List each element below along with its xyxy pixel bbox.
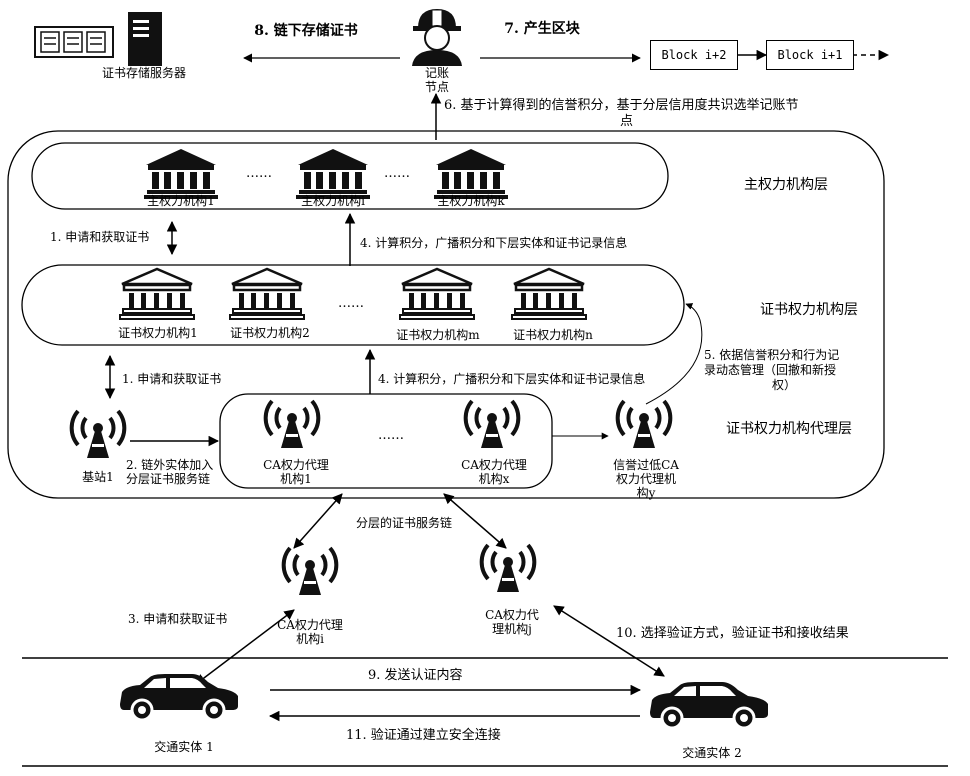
step-2-label-2: 分层证书服务链 (126, 472, 210, 487)
proxy-x-label-2: 机构x (479, 472, 510, 487)
proxy-tower-i-icon (284, 548, 337, 595)
main-authority-icon (296, 149, 370, 199)
step-9-label: 9. 发送认证内容 (368, 668, 463, 683)
vehicle-2-label: 交通实体 2 (682, 746, 741, 761)
elect-node-label-2: 点 (620, 114, 633, 129)
step-3-label: 3. 申请和获取证书 (128, 612, 227, 627)
step-1-top-label: 1. 申请和获取证书 (50, 230, 149, 245)
proxy-j-label: CA权力代 (485, 608, 539, 623)
step-2-label: 2. 链外实体加入 (126, 458, 213, 473)
proxy-j-label-2: 理机构j (492, 622, 532, 637)
step-4-top-label: 4. 计算积分，广播积分和下层实体和证书记录信息 (360, 236, 627, 251)
main-authority-1-label: 主权力机构1 (147, 194, 215, 209)
service-chain-label: 分层的证书服务链 (356, 516, 452, 531)
proxy-1-label: CA权力代理 (263, 458, 329, 473)
vehicle2-verify-arrow (554, 606, 664, 676)
produce-block-label: 7. 产生区块 (504, 22, 580, 37)
base-station-label: 基站1 (82, 470, 114, 485)
dynamic-manage-arrow (646, 304, 702, 404)
cert-authority-icon (120, 269, 194, 319)
offchain-storage-label: 8. 链下存储证书 (254, 24, 358, 39)
main-layer-title: 主权力机构层 (744, 178, 828, 193)
vehicle-1-icon (120, 674, 238, 720)
proxy-tower-icon (266, 401, 319, 448)
cert-authority-2-label: 证书权力机构2 (230, 326, 310, 341)
main-authority-k-label: 主权力机构k (437, 194, 504, 209)
cert-authority-1-label: 证书权力机构1 (118, 326, 198, 341)
proxy-layer-title: 证书权力机构代理层 (726, 422, 852, 437)
step-5-label: 5. 依据信誉积分和行为记 (704, 348, 839, 363)
cert-authority-icon (230, 269, 304, 319)
step-10-label: 10. 选择验证方式，验证证书和接收结果 (616, 626, 849, 641)
server-icon (35, 12, 162, 66)
elect-node-label: 6. 基于计算得到的信誉积分，基于分层信用度共识选举记账节 (444, 98, 799, 113)
main-dots-2: …… (384, 166, 410, 181)
bookkeeper-icon (412, 9, 462, 66)
base-station-tower-icon (72, 411, 125, 458)
cert-layer-title: 证书权力机构层 (760, 303, 858, 318)
cert-authority-n-label: 证书权力机构n (513, 328, 593, 343)
main-dots: …… (246, 166, 272, 181)
proxy-i-label-2: 机构i (296, 632, 324, 647)
step-1-mid-label: 1. 申请和获取证书 (122, 372, 221, 387)
step-5-label-2: 录动态管理（回撤和新授 (704, 363, 836, 378)
chain-link-right (444, 494, 506, 548)
proxy-dots: …… (378, 428, 404, 443)
vehicle-2-icon (650, 682, 768, 728)
bookkeeper-label-2: 节点 (425, 80, 449, 95)
chain-link-left (294, 494, 342, 548)
bookkeeper-label: 记账 (425, 66, 449, 81)
step-5-label-3: 权） (772, 378, 796, 393)
step-11-label: 11. 验证通过建立安全连接 (346, 728, 501, 743)
cert-authority-m-label: 证书权力机构m (396, 328, 479, 343)
step-4-mid-label: 4. 计算积分，广播积分和下层实体和证书记录信息 (378, 372, 645, 387)
server-label: 证书存储服务器 (102, 66, 186, 81)
block-i-plus-1: Block i+1 (766, 40, 854, 70)
cert-dots: …… (338, 296, 364, 311)
low-credit-proxy-label-2: 权力代理机 (616, 472, 676, 487)
proxy-i-label: CA权力代理 (277, 618, 343, 633)
cert-authority-icon (512, 269, 586, 319)
proxy-1-label-2: 机构1 (280, 472, 312, 487)
low-credit-proxy-label-3: 构y (637, 486, 656, 501)
low-credit-tower-icon (618, 401, 671, 448)
main-authority-i-label: 主权力机构i (301, 194, 365, 209)
proxy-x-label: CA权力代理 (461, 458, 527, 473)
proxy-tower-j-icon (482, 545, 535, 592)
low-credit-proxy-label: 信誉过低CA (613, 458, 679, 473)
block-i-plus-2: Block i+2 (650, 40, 738, 70)
cert-authority-icon (400, 269, 474, 319)
proxy-tower-icon (466, 401, 519, 448)
main-authority-icon (144, 149, 218, 199)
main-authority-icon (434, 149, 508, 199)
vehicle-1-label: 交通实体 1 (154, 740, 213, 755)
